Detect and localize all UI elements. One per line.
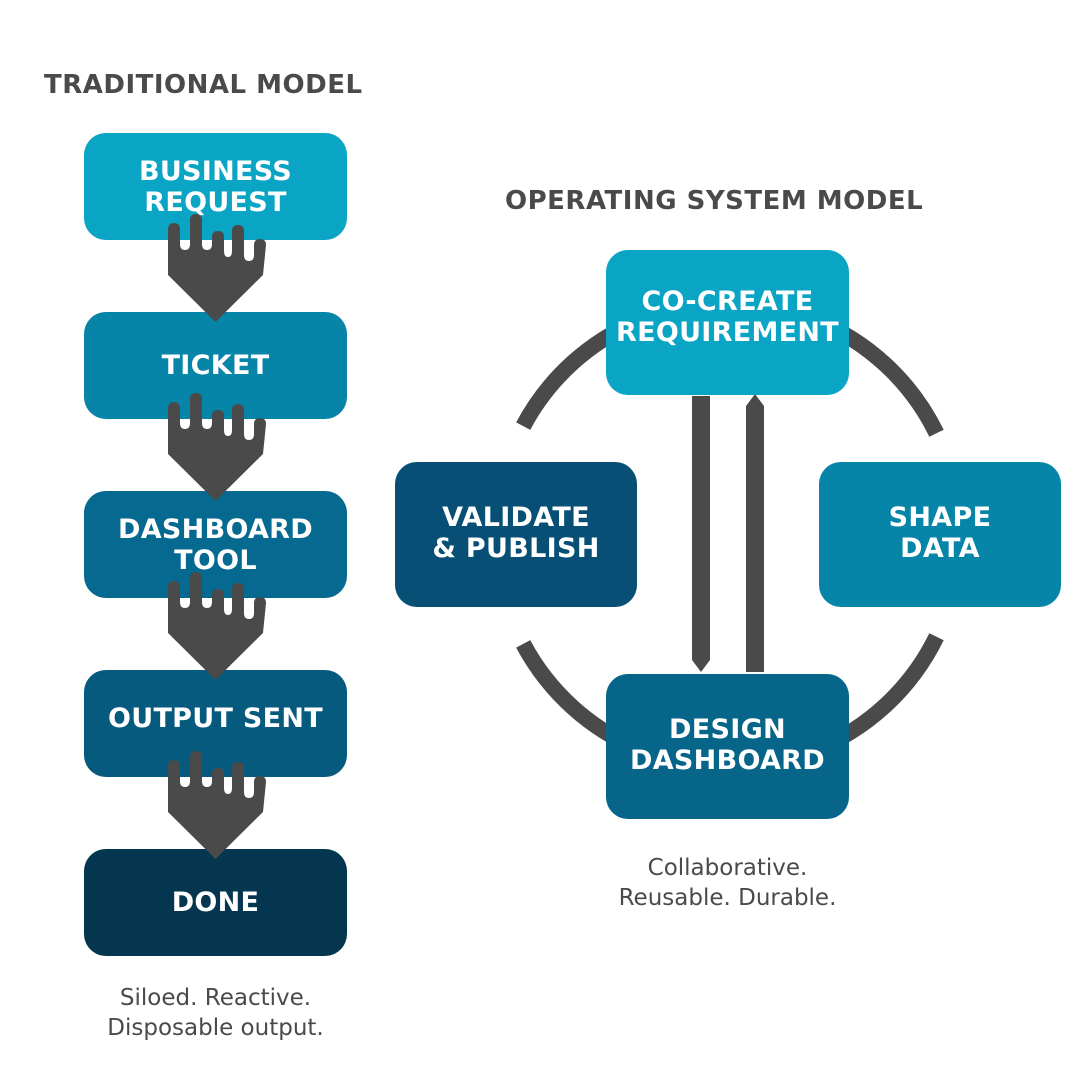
node-validate-publish: VALIDATE & PUBLISH: [395, 462, 637, 607]
step-dashboard-tool: DASHBOARD TOOL: [84, 491, 347, 598]
arrow-down-connector: [692, 396, 710, 672]
traditional-caption: Siloed. Reactive. Disposable output.: [107, 985, 324, 1041]
traditional-model-title: TRADITIONAL MODEL: [44, 70, 363, 100]
arrow-up-connector: [746, 394, 764, 672]
node-shape-data: SHAPE DATA: [819, 462, 1061, 607]
operating-system-model-title: OPERATING SYSTEM MODEL: [505, 186, 924, 216]
step-ticket: TICKET: [84, 312, 347, 419]
operating-caption: Collaborative. Reusable. Durable.: [618, 855, 837, 911]
step-done: DONE: [84, 849, 347, 956]
step-business-request: BUSINESS REQUEST: [84, 133, 347, 240]
step-output-sent: OUTPUT SENT: [84, 670, 347, 777]
node-co-create-requirement: CO-CREATE REQUIREMENT: [606, 250, 849, 395]
node-design-dashboard: DESIGN DASHBOARD: [606, 674, 849, 819]
